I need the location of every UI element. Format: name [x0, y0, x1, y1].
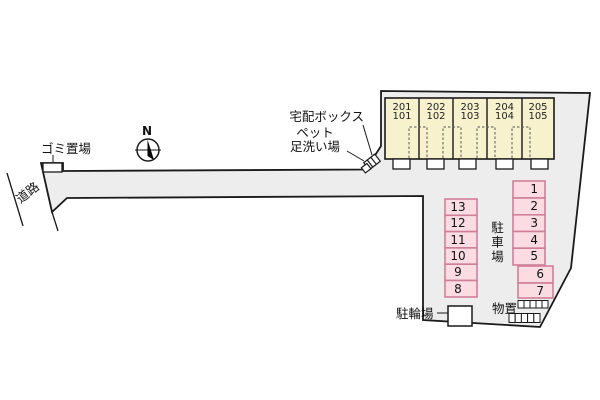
stall-8: 8 [454, 281, 462, 296]
unit-lower-number: 102 [426, 111, 446, 122]
unit-204-104: 204 104 [487, 102, 522, 122]
building-outline [384, 97, 555, 160]
pet-wash-label-line2: 足洗い場 [289, 139, 340, 154]
pet-wash-icon [360, 162, 372, 174]
unit-202-102: 202 102 [419, 102, 453, 122]
building-block [384, 97, 555, 170]
road-right-line [51, 211, 59, 232]
bicycle-parking-box [447, 305, 473, 327]
unit-lower-number: 104 [494, 111, 515, 122]
unit-upper-number: 202 [426, 102, 446, 113]
unit-upper-number: 201 [392, 102, 412, 113]
compass-north-label: N [142, 124, 153, 138]
stall-12: 12 [450, 216, 466, 231]
north-compass-icon [135, 138, 161, 162]
leader-lines [52, 124, 449, 314]
parking-stalls-offset [517, 265, 554, 299]
stall-11: 11 [450, 232, 466, 247]
unit-upper-number: 205 [528, 102, 548, 113]
stall-2: 2 [530, 199, 538, 213]
parking-stalls-right [512, 180, 546, 266]
stall-3: 3 [530, 215, 538, 230]
unit-201-101: 201 101 [385, 102, 419, 122]
road-lines [6, 172, 59, 232]
stall-1: 1 [530, 182, 538, 196]
unit-lower-number: 103 [460, 111, 480, 122]
storage-cells-row2 [508, 313, 541, 323]
unit-lower-number: 101 [392, 111, 412, 122]
entry-porches [392, 158, 549, 170]
stall-5: 5 [530, 249, 538, 264]
unit-dividers [418, 98, 523, 159]
unit-lower-number: 105 [528, 111, 548, 122]
garbage-area-box [42, 162, 63, 173]
unit-203-103: 203 103 [453, 102, 487, 122]
pet-wash-label-line1: ペット [296, 125, 334, 140]
entry-dashed-marks [408, 126, 531, 158]
bicycle-parking-label: 駐輪場 [396, 306, 434, 321]
garbage-area-label: ゴミ置場 [41, 141, 92, 156]
delivery-box-leader [362, 124, 373, 156]
unit-upper-number: 203 [460, 102, 480, 113]
parking-stalls-left [444, 198, 478, 298]
road-left-line [6, 172, 24, 227]
stall-13: 13 [450, 200, 466, 214]
unit-upper-number: 204 [494, 102, 515, 113]
stall-9: 9 [454, 265, 462, 280]
stall-10: 10 [450, 248, 466, 263]
storage-cells-row1 [517, 300, 549, 309]
unit-205-105: 205 105 [522, 102, 554, 122]
storage-label: 物置 [492, 301, 518, 316]
parking-lot-label: 駐車場 [489, 221, 504, 265]
stall-4: 4 [530, 232, 538, 247]
pet-wash-leader [346, 150, 365, 162]
stall-7: 7 [536, 284, 544, 298]
delivery-box-label: 宅配ボックス [289, 109, 364, 124]
stall-6: 6 [536, 267, 544, 281]
